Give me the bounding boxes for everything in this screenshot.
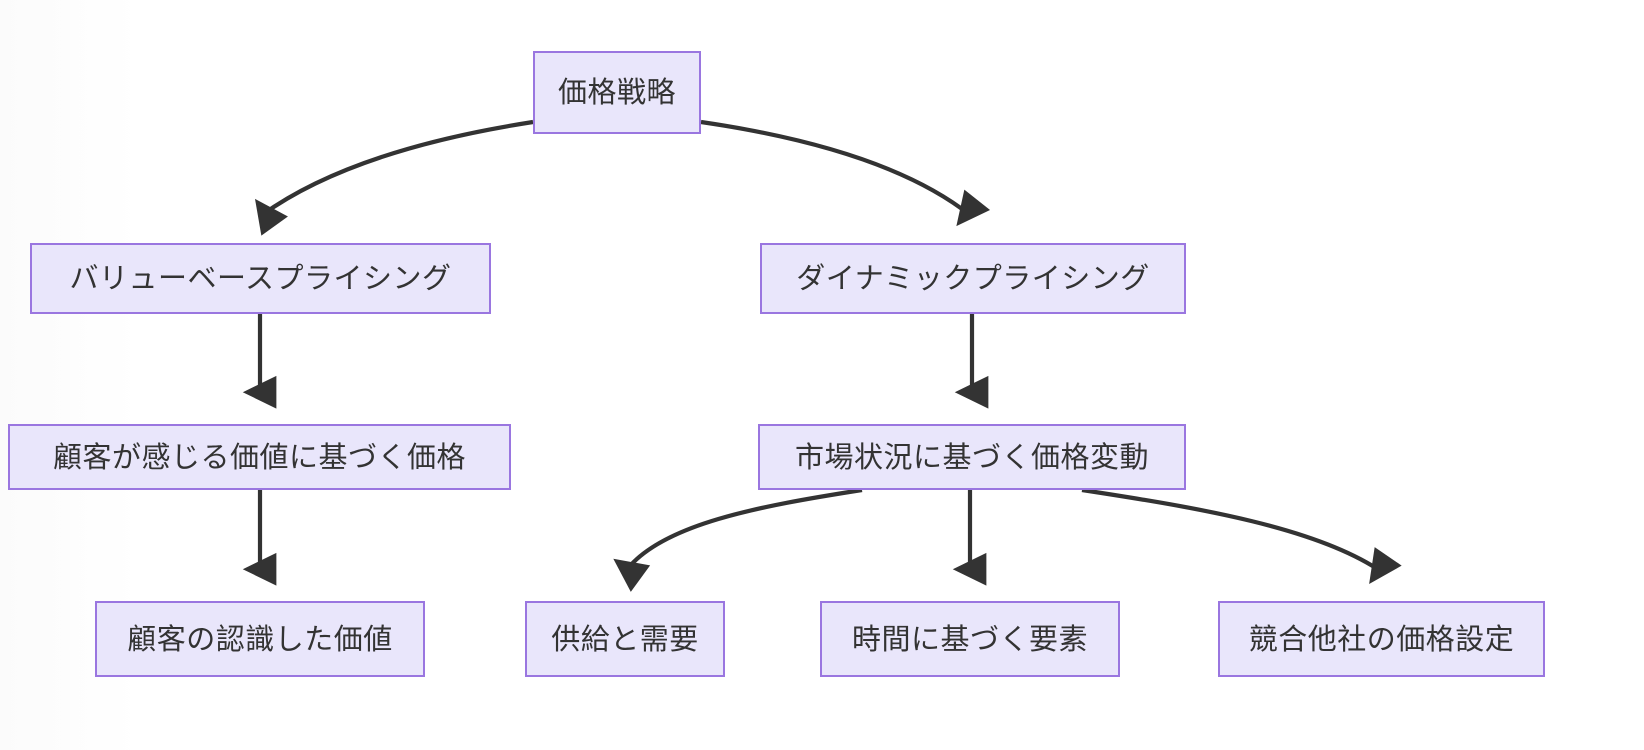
node-value-based-pricing[interactable]: バリューベースプライシング [30,243,491,314]
node-label: 時間に基づく要素 [851,621,1088,656]
node-label: 供給と需要 [551,621,699,656]
node-customer-perceived-value-price[interactable]: 顧客が感じる価値に基づく価格 [8,424,511,490]
node-time-based-factor[interactable]: 時間に基づく要素 [820,601,1120,677]
node-label: ダイナミックプライシング [796,261,1150,295]
edge-n0-n1 [255,119,534,236]
node-label: 競合他社の価格設定 [1248,621,1515,656]
node-label: 顧客が感じる価値に基づく価格 [52,439,466,474]
node-market-condition-price-change[interactable]: 市場状況に基づく価格変動 [758,424,1186,490]
node-label: 顧客の認識した価値 [127,621,393,656]
node-supply-and-demand[interactable]: 供給と需要 [525,601,725,677]
node-dynamic-pricing[interactable]: ダイナミックプライシング [760,243,1186,314]
edge-n0-n2 [700,119,991,227]
node-competitor-pricing[interactable]: 競合他社の価格設定 [1218,601,1545,677]
node-pricing-strategy[interactable]: 価格戦略 [533,51,701,134]
node-label: 市場状況に基づく価格変動 [794,439,1149,474]
node-label: 価格戦略 [557,75,676,109]
edge-n4-n8 [1081,487,1402,585]
edge-n4-n6 [613,487,863,592]
node-customer-recognized-value[interactable]: 顧客の認識した価値 [95,601,425,677]
node-label: バリューベースプライシング [69,261,452,295]
